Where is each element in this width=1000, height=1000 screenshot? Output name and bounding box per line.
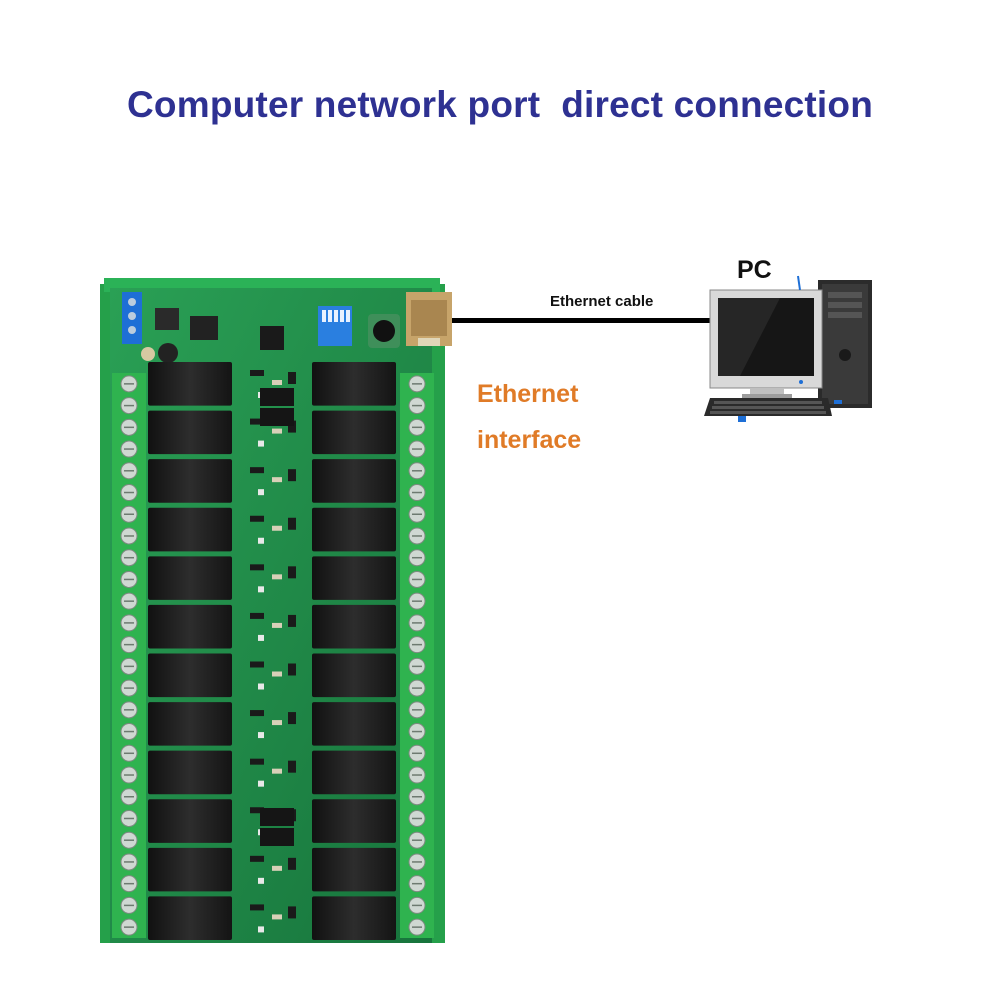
smd-part <box>258 877 264 884</box>
left-terminal-strip <box>112 373 146 938</box>
smd-part <box>288 663 296 676</box>
smd-part <box>258 683 264 690</box>
ethernet-interface-label: Ethernet interface <box>477 371 581 463</box>
smd-part <box>272 380 282 385</box>
right-relay-column <box>312 362 396 940</box>
smd-part <box>250 515 264 522</box>
mcu-chip <box>260 326 284 350</box>
smd-part <box>288 760 296 773</box>
smd-part <box>272 671 282 677</box>
smd-part <box>272 428 282 434</box>
relay <box>148 896 232 940</box>
smd-part <box>250 710 264 717</box>
driver-ic <box>260 808 294 826</box>
relay <box>148 362 232 406</box>
relay <box>312 750 396 795</box>
smd-part <box>250 370 264 376</box>
relay <box>312 896 396 940</box>
driver-components <box>250 370 296 933</box>
relay <box>148 750 232 795</box>
relay <box>312 799 396 843</box>
ethernet-cable-label: Ethernet cable <box>550 293 654 310</box>
smd-part <box>250 467 264 474</box>
smd-part <box>250 661 264 668</box>
relay <box>148 556 232 600</box>
smd-part <box>272 622 282 628</box>
smd-part <box>258 926 264 933</box>
smd-part <box>258 489 264 496</box>
relay <box>148 459 232 503</box>
smd-part <box>250 612 264 619</box>
ethernet-interface-line1: Ethernet <box>477 380 579 408</box>
smd-part <box>272 525 282 531</box>
relay-board-image <box>100 278 452 943</box>
smd-part <box>250 564 264 571</box>
driver-ic <box>260 408 294 426</box>
left-relay-column <box>148 362 232 940</box>
smd-part <box>250 418 264 425</box>
smd-part <box>288 420 296 433</box>
ethernet-cable-line <box>452 318 714 323</box>
smd-part <box>272 865 282 871</box>
relay <box>148 410 232 455</box>
relay <box>312 847 396 892</box>
smd-part <box>250 904 264 911</box>
relay <box>148 653 232 698</box>
relay <box>312 556 396 600</box>
terminal-block <box>112 373 146 938</box>
smd-part <box>288 469 296 482</box>
smd-part <box>288 614 296 627</box>
smd-part <box>250 758 264 765</box>
smd-part <box>258 586 264 593</box>
smd-part <box>250 855 264 862</box>
smd-part <box>288 566 296 579</box>
smd-part <box>288 857 296 870</box>
ethernet-interface-line2: interface <box>477 426 582 454</box>
relay <box>312 459 396 503</box>
relay <box>148 604 232 649</box>
right-terminal-strip <box>400 373 434 938</box>
pc-label: PC <box>737 256 772 284</box>
terminal-block <box>400 373 434 938</box>
relay <box>312 702 396 746</box>
relay <box>148 702 232 746</box>
relay <box>312 507 396 552</box>
driver-ic <box>260 388 294 406</box>
smd-part <box>272 477 282 483</box>
smd-part <box>258 780 264 787</box>
relay <box>148 799 232 843</box>
driver-ic <box>260 828 294 846</box>
relay <box>312 604 396 649</box>
relay <box>312 362 396 406</box>
smd-part <box>272 574 282 580</box>
relay <box>148 507 232 552</box>
smd-part <box>258 634 264 641</box>
smd-part <box>272 720 282 726</box>
smd-part <box>258 440 264 447</box>
relay <box>312 653 396 698</box>
smd-part <box>258 732 264 739</box>
relay <box>312 410 396 455</box>
diagram-title: Computer network port direct connection <box>127 84 873 125</box>
pc-icon <box>704 275 872 422</box>
smd-part <box>288 906 296 919</box>
smd-part <box>250 807 264 814</box>
smd-part <box>258 537 264 544</box>
smd-part <box>272 914 282 920</box>
relay <box>148 847 232 892</box>
smd-part <box>288 517 296 530</box>
smd-part <box>288 372 296 384</box>
smd-part <box>272 768 282 774</box>
smd-part <box>288 712 296 725</box>
